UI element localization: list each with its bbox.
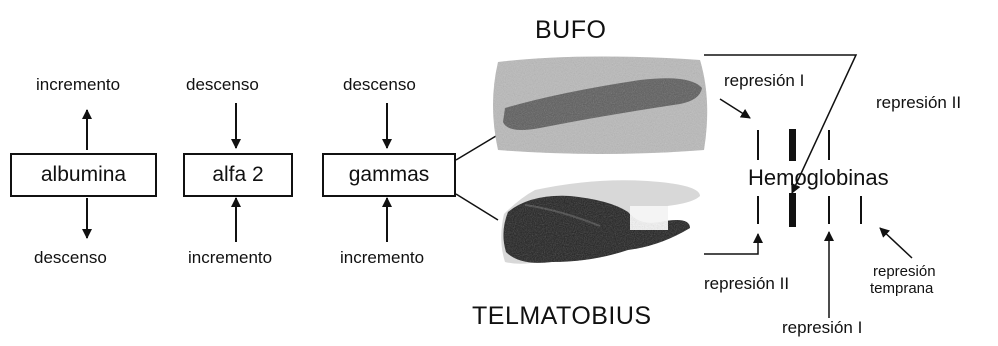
represion-1-bottom-label: represión I — [782, 318, 862, 338]
represion-2-top-label: represión II — [876, 93, 961, 113]
represion-1-top-label: represión I — [724, 71, 804, 91]
gammas-name: gammas — [349, 163, 430, 187]
albumina-bottom-label: descenso — [34, 248, 107, 268]
bufo-title: BUFO — [535, 16, 606, 45]
hb-band-2-top — [789, 129, 796, 161]
alfa2-name: alfa 2 — [212, 163, 263, 187]
represion-1-top-arrow — [720, 99, 750, 118]
albumina-top-label: incremento — [36, 75, 120, 95]
gammas-box: gammas — [322, 153, 456, 197]
represion-2-bottom-arrow — [704, 234, 758, 254]
alfa2-bottom-label: incremento — [188, 248, 272, 268]
albumina-box: albumina — [10, 153, 157, 197]
gammas-bottom-label: incremento — [340, 248, 424, 268]
bufo-electrophoresis-blot — [493, 56, 707, 154]
hemoglobinas-title: Hemoglobinas — [748, 165, 889, 191]
telmatobius-electrophoresis-blot — [501, 180, 700, 264]
represion-temprana-label-line1: represión — [873, 263, 936, 280]
represion-temprana-arrow — [880, 228, 912, 258]
alfa2-top-label: descenso — [186, 75, 259, 95]
represion-2-bottom-label: represión II — [704, 274, 789, 294]
gammas-to-bufo-line — [456, 133, 501, 160]
hb-band-2-bottom — [789, 193, 796, 227]
albumina-name: albumina — [41, 163, 126, 187]
telmatobius-title: TELMATOBIUS — [472, 302, 652, 331]
gammas-top-label: descenso — [343, 75, 416, 95]
gammas-to-telmatobius-line — [456, 194, 498, 220]
alfa2-box: alfa 2 — [183, 153, 293, 197]
represion-temprana-label-line2: temprana — [870, 280, 933, 297]
